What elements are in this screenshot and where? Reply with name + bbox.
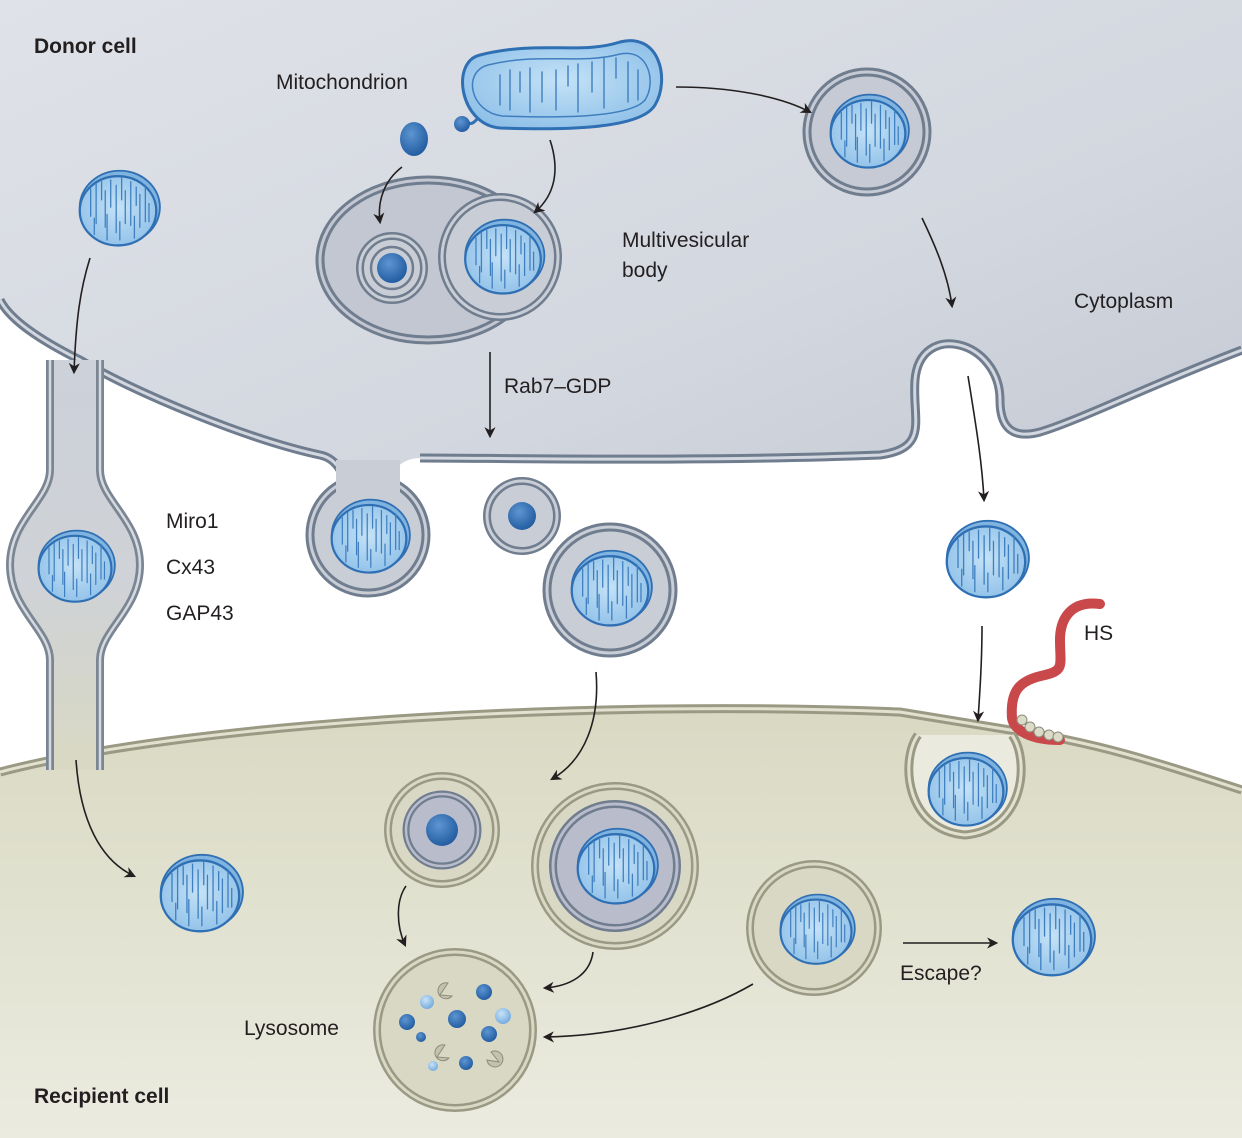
lysosome-particle xyxy=(448,1010,466,1028)
donor-cell-label: Donor cell xyxy=(34,35,137,58)
multivesicular-body xyxy=(315,175,562,345)
gap43-label: GAP43 xyxy=(166,602,234,625)
mvb-label-line1: Multivesicular xyxy=(622,229,749,252)
arrow-endosome2-to-lysosome xyxy=(542,951,594,993)
mitochondria-derived-vesicle xyxy=(400,122,428,156)
arrow-release-free-mito xyxy=(967,375,990,503)
heparan-sulfate xyxy=(1006,598,1105,745)
mitochondrion-recipient xyxy=(159,853,245,933)
cytoplasm-label: Cytoplasm xyxy=(1074,290,1173,313)
budding-vesicle xyxy=(454,116,470,132)
arrow-nanotube-to-recipient xyxy=(75,759,137,878)
hs-label: HS xyxy=(1084,622,1113,645)
arrow-vesicle-to-membrane xyxy=(921,217,957,309)
arrow-mito-to-vesicle xyxy=(675,86,812,114)
mitochondrion-label: Mitochondrion xyxy=(276,71,408,94)
recipient-cell-label: Recipient cell xyxy=(34,1085,169,1108)
lysosome-label: Lysosome xyxy=(244,1017,339,1040)
endosome-escape-candidate xyxy=(746,860,882,996)
mitochondrion-in-nanotube xyxy=(37,529,116,603)
hydrolase-enzyme xyxy=(437,982,454,1000)
lysosome-particle xyxy=(495,1008,511,1024)
lysosome-particle xyxy=(459,1056,473,1070)
donor-cell xyxy=(0,0,1242,525)
miro1-label: Miro1 xyxy=(166,510,219,533)
arrow-endosome3-to-lysosome xyxy=(542,983,754,1043)
arrow-to-endocytic-pit xyxy=(973,625,985,723)
pathway-arrows xyxy=(68,86,999,1043)
extracellular-vesicle-mitochondrion xyxy=(542,522,678,658)
lysosome-particle xyxy=(428,1061,438,1071)
hydrolase-enzyme xyxy=(486,1050,504,1068)
tunnelling-nanotube xyxy=(5,360,145,770)
arrow-endosome-to-lysosome xyxy=(396,885,407,948)
escaped-mitochondrion xyxy=(1011,897,1097,977)
double-membrane-vesicle xyxy=(802,67,932,197)
endocytic-pit xyxy=(904,732,1026,840)
arrow-mdv-to-mvb xyxy=(373,166,403,225)
extracellular-vesicle-mdv xyxy=(483,477,561,555)
mvb-label-line2: body xyxy=(622,259,668,282)
rab7-gdp-label: Rab7–GDP xyxy=(504,375,611,398)
endosome-with-mitochondrion xyxy=(531,782,699,950)
lysosome-particle xyxy=(416,1032,426,1042)
mitochondrion-donor xyxy=(78,169,162,247)
lysosome-particle xyxy=(399,1014,415,1030)
budding-extracellular-vesicle xyxy=(305,460,431,598)
lysosome xyxy=(373,948,537,1112)
free-mitochondrion xyxy=(945,519,1031,599)
hydrolase-enzyme xyxy=(434,1044,451,1062)
arrow-to-nanotube xyxy=(68,257,91,375)
arrow-ev-to-recipient xyxy=(550,671,598,781)
cx43-label: Cx43 xyxy=(166,556,215,579)
escape-label: Escape? xyxy=(900,962,982,985)
lysosome-particle xyxy=(481,1026,497,1042)
arrow-mito-to-mvb xyxy=(533,139,556,214)
mitochondrion-elongated xyxy=(454,39,664,132)
lysosome-particle xyxy=(476,984,492,1000)
endosome-with-mdv xyxy=(384,772,500,888)
lysosome-particle xyxy=(420,995,434,1009)
